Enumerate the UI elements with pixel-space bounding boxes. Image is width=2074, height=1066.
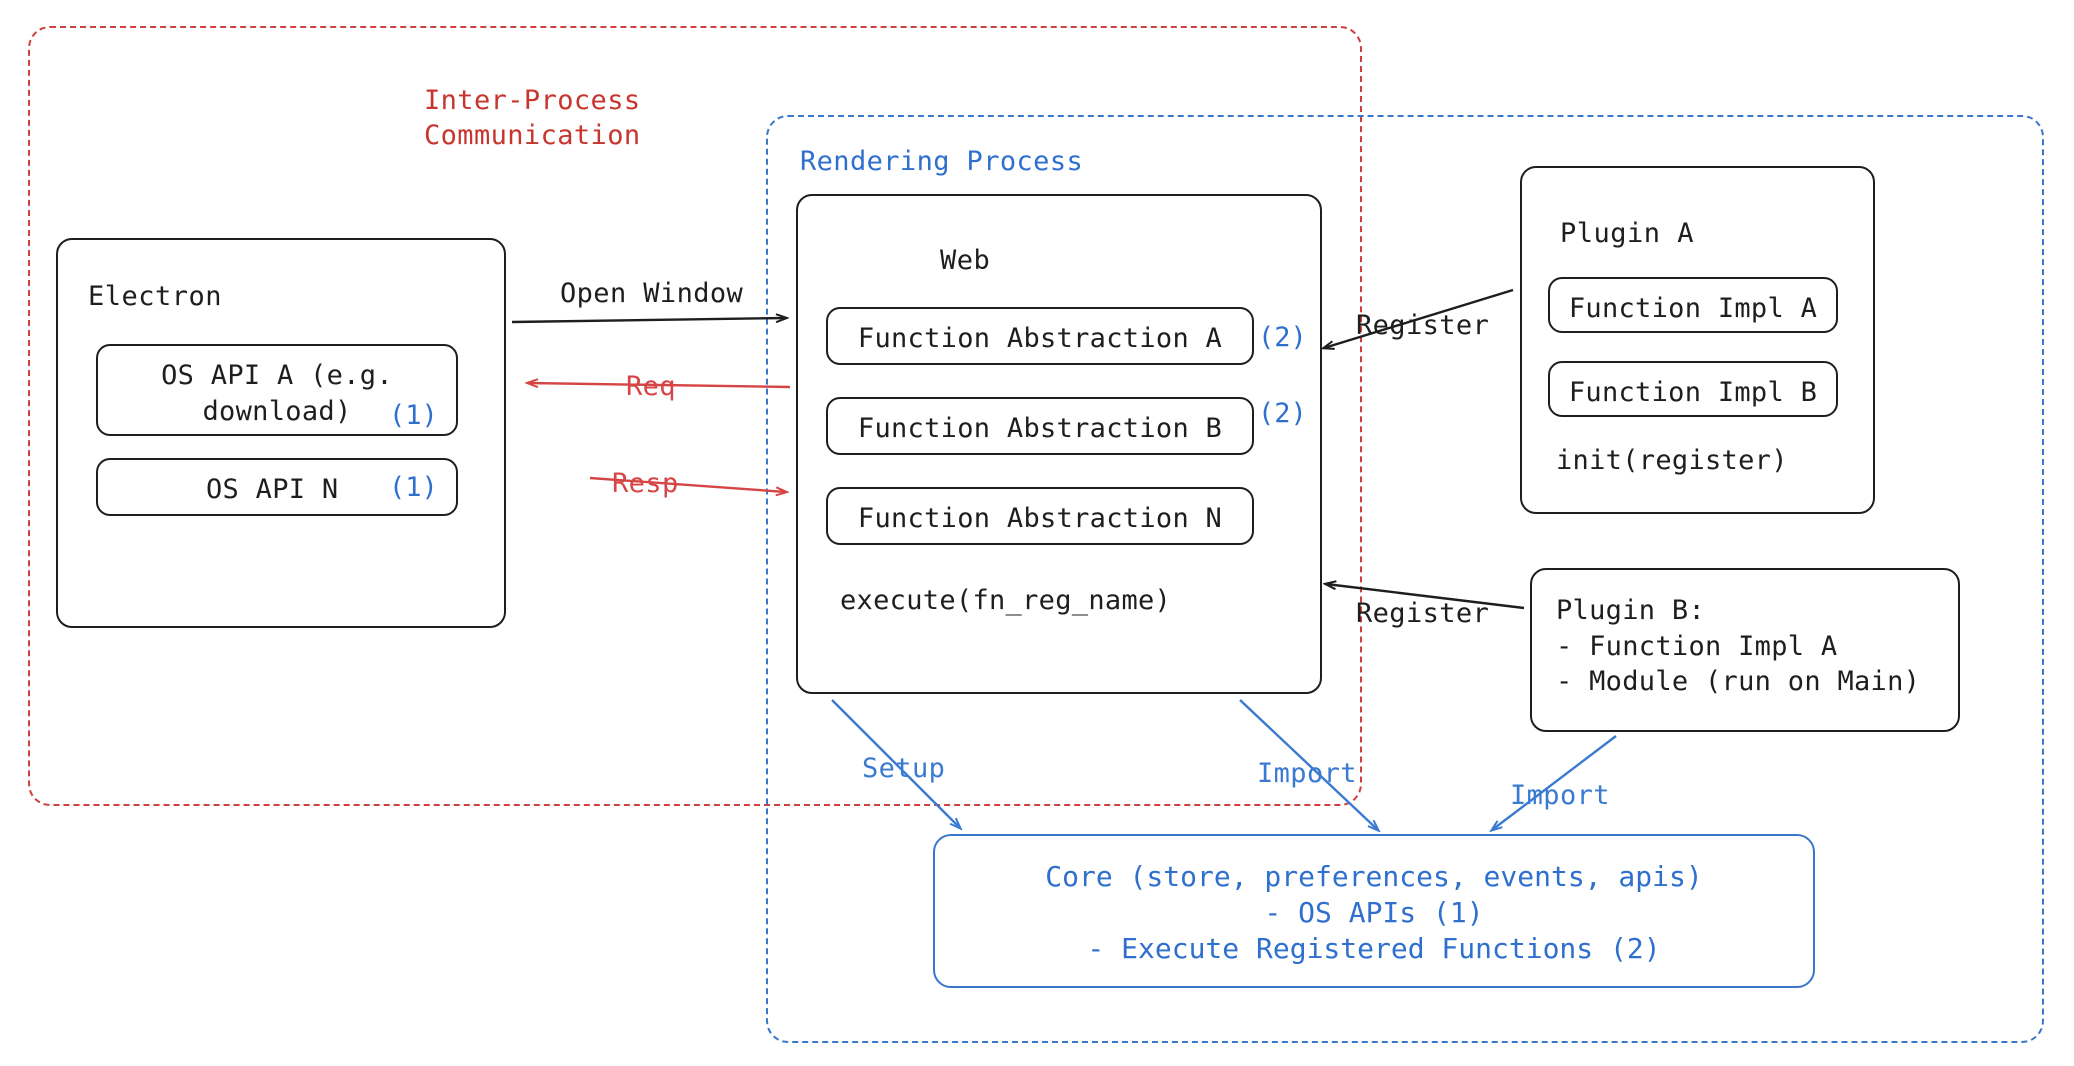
plugin-b-label: Plugin B: - Function Impl A - Module (ru… <box>1556 595 1921 698</box>
core-line-3: - Execute Registered Functions (2) <box>1087 932 1661 965</box>
ipc-label: Inter-Process Communication <box>424 85 641 151</box>
import-left-label: Import <box>1257 758 1357 789</box>
core-line-1: Core (store, preferences, events, apis) <box>1045 860 1703 893</box>
plugin-a-init-label: init(register) <box>1556 445 1788 476</box>
function-abstraction-b-label: Function Abstraction B <box>857 413 1223 444</box>
setup-label: Setup <box>862 753 946 784</box>
os-api-n-ref: (1) <box>389 472 438 503</box>
plugin-a-title: Plugin A <box>1560 218 1695 249</box>
core-line-2: - OS APIs (1) <box>1264 896 1484 929</box>
os-api-a-box[interactable] <box>96 344 458 436</box>
os-api-a-label: OS API A (e.g. download) <box>161 360 393 427</box>
function-abstraction-a-box[interactable] <box>826 307 1254 365</box>
ipc-boundary-frame <box>28 26 1362 806</box>
req-label: Req <box>626 371 676 402</box>
resp-label: Resp <box>612 468 679 499</box>
function-impl-b-label: Function Impl B <box>1568 377 1818 408</box>
function-abstraction-n-box[interactable] <box>826 487 1254 545</box>
core-box[interactable] <box>933 834 1815 988</box>
os-api-n-label: OS API N <box>206 474 339 505</box>
web-box[interactable] <box>796 194 1322 694</box>
function-abstraction-a-label: Function Abstraction A <box>857 323 1223 354</box>
web-execute-label: execute(fn_reg_name) <box>840 585 1172 616</box>
os-api-a-ref: (1) <box>389 400 438 431</box>
register-bottom-label: Register <box>1356 598 1490 629</box>
rendering-process-label: Rendering Process <box>800 146 1084 177</box>
import-right-label: Import <box>1510 780 1610 811</box>
function-abstraction-n-label: Function Abstraction N <box>857 503 1223 534</box>
electron-box[interactable] <box>56 238 506 628</box>
plugin-b-box[interactable] <box>1530 568 1960 732</box>
open-window-label: Open Window <box>560 278 744 309</box>
function-impl-b-box[interactable] <box>1548 361 1838 417</box>
web-title: Web <box>940 245 991 276</box>
register-top-label: Register <box>1356 310 1490 341</box>
function-impl-a-box[interactable] <box>1548 277 1838 333</box>
function-abstraction-a-ref: (2) <box>1258 322 1307 353</box>
function-abstraction-b-box[interactable] <box>826 397 1254 455</box>
function-abstraction-b-ref: (2) <box>1258 398 1307 429</box>
rendering-process-frame <box>766 115 2044 1043</box>
function-impl-a-label: Function Impl A <box>1568 293 1818 324</box>
plugin-a-box[interactable] <box>1520 166 1875 514</box>
electron-title: Electron <box>88 281 223 312</box>
os-api-n-box[interactable] <box>96 458 458 516</box>
